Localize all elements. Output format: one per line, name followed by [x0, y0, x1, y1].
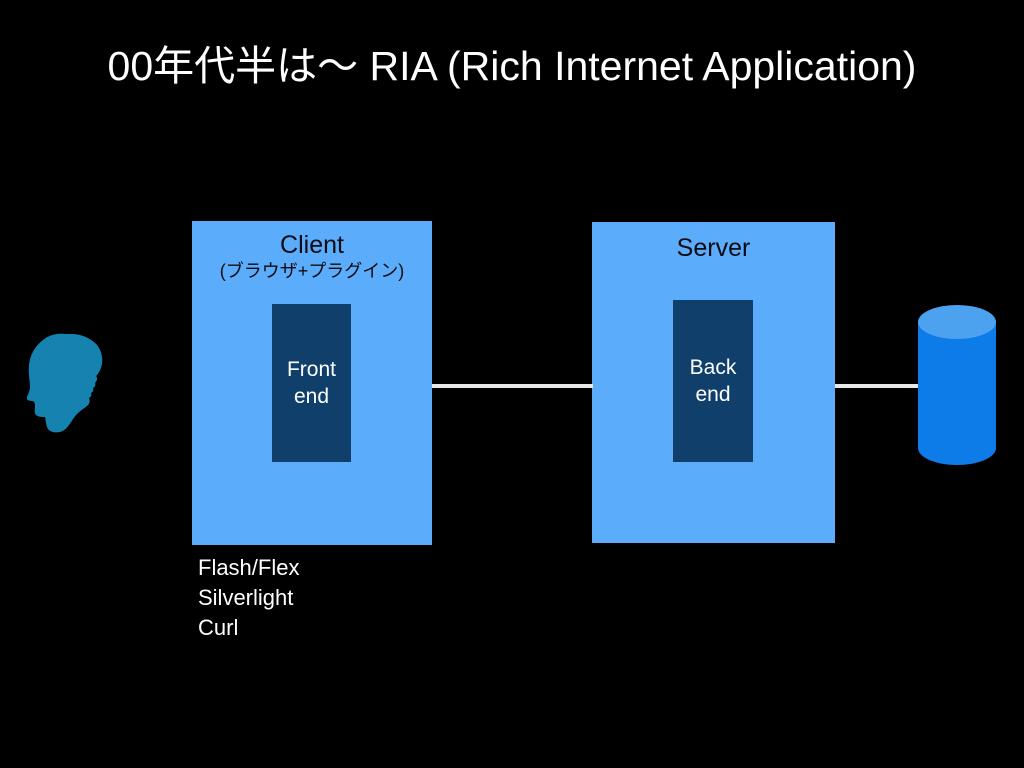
tech-note-line: Silverlight [198, 585, 294, 610]
connector-client-to-server [432, 384, 593, 388]
back-end-box: Back end [673, 300, 753, 462]
tech-note-line: Flash/Flex [198, 555, 300, 580]
front-end-box: Front end [272, 304, 351, 462]
client-title: Client [280, 231, 344, 259]
back-end-label: Back end [689, 356, 737, 406]
tech-note-line: Curl [198, 615, 239, 640]
client-subtitle: (ブラウザ+プラグイン) [219, 261, 405, 281]
user-head-silhouette-icon [27, 333, 113, 433]
front-end-label: Front end [286, 358, 336, 408]
server-title: Server [676, 234, 751, 262]
connector-server-to-database [835, 384, 919, 388]
tech-stack-notes: Flash/Flex Silverlight Curl [198, 553, 299, 643]
page-title: 00年代半は〜 RIA (Rich Internet Application) [107, 43, 917, 89]
database-cylinder-icon [918, 305, 996, 465]
